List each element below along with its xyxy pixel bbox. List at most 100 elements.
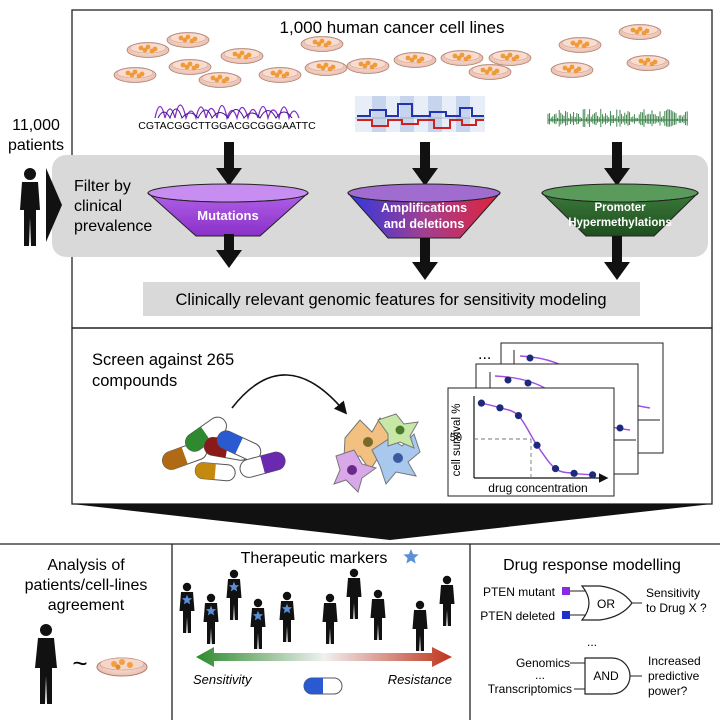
genomics-label: Genomics bbox=[516, 656, 570, 670]
cell-dish bbox=[258, 67, 302, 83]
cell-dish bbox=[300, 36, 344, 52]
sensitivity-line1: Sensitivity bbox=[646, 586, 700, 600]
chart-guides bbox=[474, 438, 532, 478]
cell-dish bbox=[488, 50, 532, 66]
tilde-symbol: ~ bbox=[72, 648, 87, 678]
patient-figure bbox=[412, 600, 428, 651]
marker-star-icon bbox=[205, 605, 217, 616]
patient-figure bbox=[370, 589, 386, 640]
funnel-methylation-label1: Promoter bbox=[594, 202, 646, 214]
funnel-amplifications-label1: Amplifications bbox=[381, 201, 467, 215]
increased-line3: power? bbox=[648, 684, 688, 698]
cell-dish bbox=[304, 60, 348, 76]
marker-star-icon bbox=[181, 594, 193, 605]
pten-mutant-marker bbox=[562, 587, 570, 595]
or-gate-label: OR bbox=[597, 597, 615, 611]
arrows-into-funnels bbox=[216, 142, 630, 186]
chart-points bbox=[477, 399, 597, 479]
cell-dish bbox=[618, 24, 662, 40]
patient-figure bbox=[179, 582, 195, 633]
arrows-out-of-funnels bbox=[216, 234, 630, 280]
chart-point bbox=[588, 471, 597, 479]
agreement-line2: patients/cell-lines bbox=[25, 577, 148, 594]
agreement-line1: Analysis of bbox=[47, 557, 125, 574]
convergence-wedge bbox=[72, 504, 712, 540]
cell-dish bbox=[166, 32, 210, 48]
transcriptomics-label: Transcriptomics bbox=[488, 682, 572, 696]
ellipsis-middle: ... bbox=[587, 635, 597, 649]
cell-dish bbox=[126, 42, 170, 58]
sensitivity-label: Sensitivity bbox=[193, 672, 253, 687]
drug-capsules-icon bbox=[162, 416, 286, 482]
ellipsis-inputs: ... bbox=[535, 668, 545, 682]
cell-culture-dishes bbox=[113, 24, 670, 88]
screen-line1: Screen against 265 bbox=[92, 351, 234, 369]
chart-ytick-50: 50 bbox=[450, 432, 462, 444]
patient-figure bbox=[346, 568, 362, 619]
funnel-amplifications-label2: and deletions bbox=[384, 217, 465, 231]
star-icon bbox=[403, 549, 419, 564]
increased-line1: Increased bbox=[648, 654, 701, 668]
marker-star-icon bbox=[281, 603, 293, 614]
cell-dish bbox=[220, 48, 264, 64]
sequence-text: CGTACGGCTTGGACGCGGGAATTC bbox=[138, 120, 316, 132]
cell-dish bbox=[558, 37, 602, 53]
top-title: 1,000 human cancer cell lines bbox=[280, 18, 505, 37]
chart-point bbox=[477, 399, 486, 407]
cell-dish-bottom bbox=[96, 657, 148, 677]
copy-number-plot bbox=[355, 96, 485, 132]
filter-line3: prevalence bbox=[74, 218, 152, 235]
cell-dish bbox=[440, 50, 484, 66]
patients-label: patients bbox=[8, 137, 64, 154]
cell-dish bbox=[168, 59, 212, 75]
cell-dish bbox=[113, 67, 157, 83]
sequencing-trace bbox=[154, 104, 300, 121]
patient-figure bbox=[439, 575, 455, 626]
filter-line2: clinical bbox=[74, 198, 122, 215]
or-gate bbox=[570, 585, 642, 621]
chart-xlabel: drug concentration bbox=[488, 481, 587, 495]
cancer-cells-icon bbox=[333, 413, 421, 493]
increased-line2: predictive bbox=[648, 669, 700, 683]
sensitivity-resistance-arrow bbox=[196, 647, 452, 667]
pten-mutant-label: PTEN mutant bbox=[483, 585, 556, 599]
patient-figure bbox=[250, 598, 266, 649]
cell-dish bbox=[550, 62, 594, 78]
and-gate-label: AND bbox=[593, 669, 619, 683]
marker-star-icon bbox=[228, 581, 240, 592]
cell-dish bbox=[393, 52, 437, 68]
cell-dish bbox=[626, 55, 670, 71]
cell-dish bbox=[198, 72, 242, 88]
capsule-icon bbox=[303, 677, 343, 695]
features-box-label: Clinically relevant genomic features for… bbox=[175, 291, 606, 309]
chart-point bbox=[514, 412, 523, 420]
methylation-signal bbox=[547, 108, 688, 128]
funnel-amplifications: Amplifications and deletions bbox=[347, 183, 501, 239]
patient-figure bbox=[322, 593, 338, 644]
patient-figure bbox=[279, 591, 295, 642]
modelling-title: Drug response modelling bbox=[503, 557, 681, 574]
funnel-methylation-label2: Hypermethylations bbox=[568, 217, 672, 229]
chart-stack-ellipsis: ... bbox=[478, 346, 491, 363]
patient-figure bbox=[226, 569, 242, 620]
and-gate bbox=[570, 657, 642, 695]
chart-point bbox=[570, 469, 578, 477]
marker-star-icon bbox=[252, 610, 264, 621]
filter-line1: Filter by bbox=[74, 178, 131, 195]
cell-dish bbox=[468, 64, 512, 80]
dose-response-chart: 50 cell survival % drug concentration bbox=[447, 387, 615, 497]
chart-ylabel: cell survival % bbox=[451, 404, 463, 477]
chart-point bbox=[551, 465, 560, 473]
patient-silhouette bbox=[20, 168, 40, 246]
treatment-arrow bbox=[231, 374, 348, 415]
features-box bbox=[143, 282, 640, 316]
patients-arrow-icon bbox=[46, 168, 62, 242]
cell-dish bbox=[346, 58, 390, 74]
patient-figures bbox=[179, 568, 455, 651]
markers-title: Therapeutic markers bbox=[241, 550, 388, 567]
patient-figure bbox=[203, 593, 219, 644]
funnel-methylation: Promoter Hypermethylations bbox=[541, 183, 699, 237]
chart-point bbox=[533, 441, 541, 449]
patients-count: 11,000 bbox=[12, 117, 60, 134]
